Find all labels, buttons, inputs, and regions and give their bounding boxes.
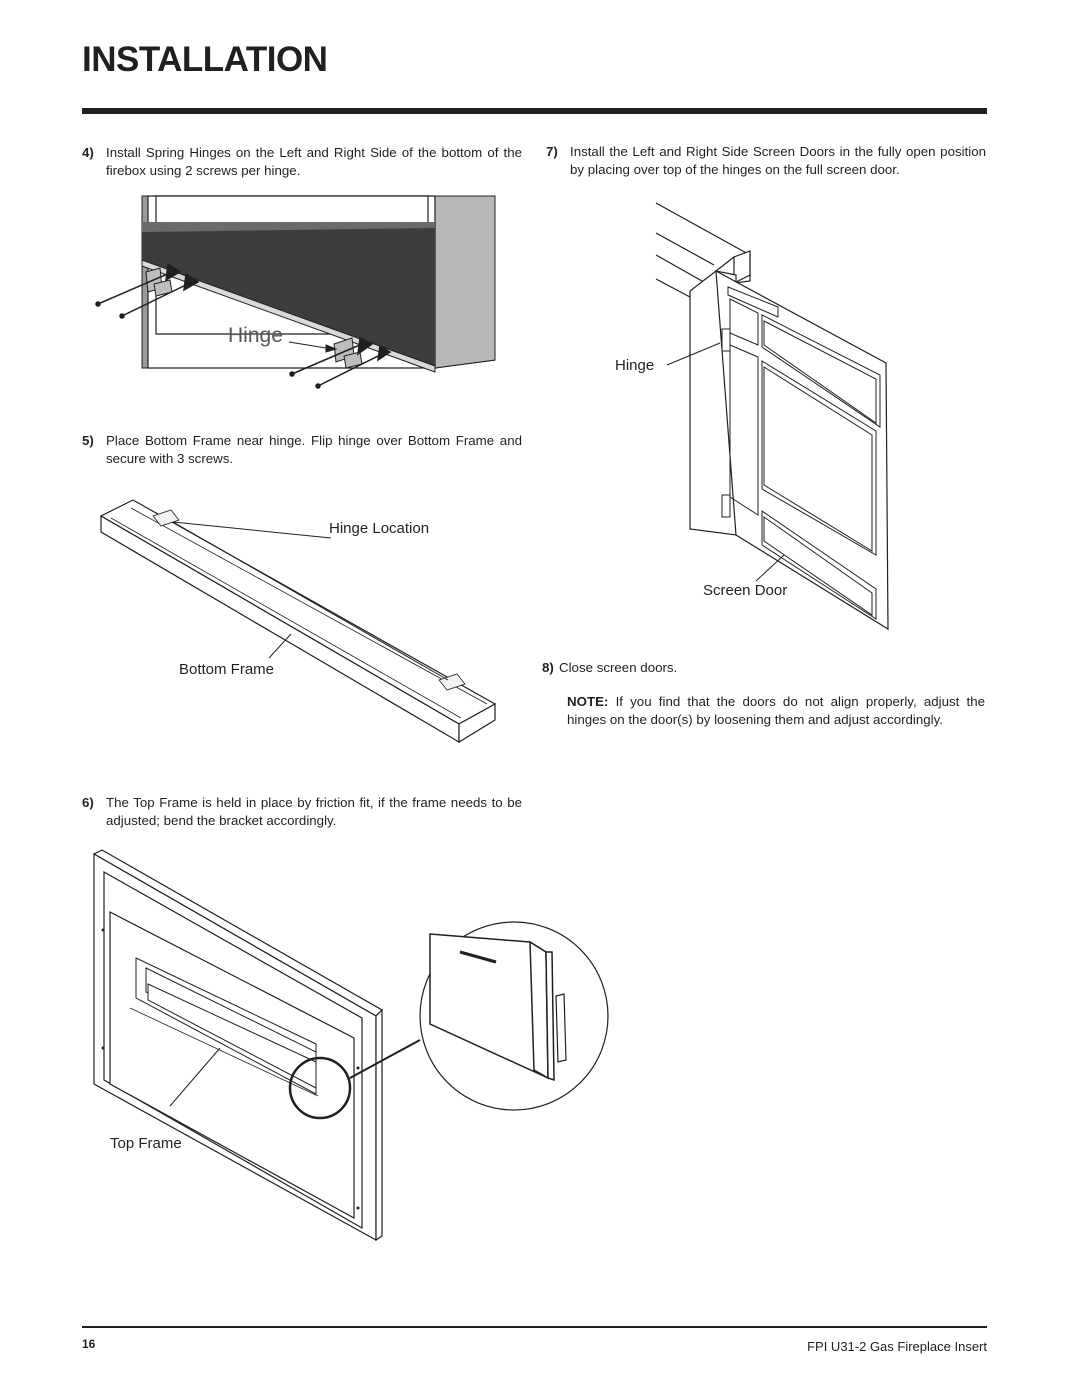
hinge-install-figure [90, 192, 510, 412]
step-6: 6) The Top Frame is held in place by fri… [82, 794, 522, 829]
bottom-frame-label: Bottom Frame [179, 661, 275, 678]
hinge-install-illustration [95, 195, 496, 389]
step-6-text: The Top Frame is held in place by fricti… [106, 795, 522, 828]
step-4: 4) Install Spring Hinges on the Left and… [82, 144, 522, 179]
note-text: If you find that the doors do not align … [567, 694, 985, 727]
hinge-location-label: Hinge Location [329, 520, 430, 537]
top-frame-label: Top Frame [110, 1135, 182, 1152]
screen-door-illustration [655, 202, 889, 631]
step-7: 7) Install the Left and Right Side Scree… [546, 143, 986, 178]
step-8-number: 8) [542, 660, 554, 675]
step-4-number: 4) [82, 145, 94, 160]
bottom-frame-figure [95, 490, 515, 750]
top-frame-figure [90, 848, 610, 1248]
page-title: INSTALLATION [82, 40, 328, 79]
top-frame-illustration [92, 849, 609, 1242]
step-6-number: 6) [82, 795, 94, 810]
note-block: NOTE: If you find that the doors do not … [567, 693, 985, 728]
step-5-number: 5) [82, 433, 94, 448]
screen-door-figure [640, 195, 900, 645]
step-8: 8) Close screen doors. [542, 659, 986, 677]
title-rule [82, 108, 987, 114]
footer-rule [82, 1326, 987, 1328]
step-4-text: Install Spring Hinges on the Left and Ri… [106, 145, 522, 178]
step-7-number: 7) [546, 144, 558, 159]
step-5-text: Place Bottom Frame near hinge. Flip hing… [106, 433, 522, 466]
screen-door-label: Screen Door [703, 582, 788, 599]
step-5: 5) Place Bottom Frame near hinge. Flip h… [82, 432, 522, 467]
hinge-label: Hinge [228, 324, 283, 347]
bottom-frame-illustration [99, 499, 497, 744]
step-7-text: Install the Left and Right Side Screen D… [570, 144, 986, 177]
door-hinge-label: Hinge [615, 357, 655, 374]
note-label: NOTE: [567, 694, 609, 709]
step-8-text: Close screen doors. [559, 660, 678, 675]
footer-title: FPI U31-2 Gas Fireplace Insert [807, 1339, 987, 1354]
page-number: 16 [82, 1337, 96, 1351]
